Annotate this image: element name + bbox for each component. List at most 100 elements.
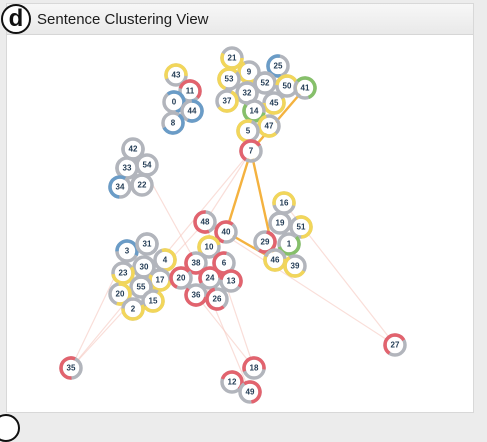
sentence-node[interactable]: 3	[115, 239, 139, 263]
sentence-node[interactable]: 4	[153, 248, 177, 272]
sentence-node[interactable]: 46	[263, 248, 287, 272]
sentence-node[interactable]: 27	[383, 333, 407, 357]
sentence-node[interactable]: 25	[266, 54, 290, 78]
sentence-node[interactable]: 35	[59, 356, 83, 380]
node-core	[157, 252, 173, 268]
sentence-node[interactable]: 11	[178, 79, 202, 103]
node-core	[165, 115, 181, 131]
sentence-node[interactable]: 43	[164, 63, 188, 87]
sentence-node[interactable]: 8	[161, 111, 185, 135]
sentence-node[interactable]: 26	[205, 287, 229, 311]
node-cluster-arc	[169, 266, 191, 289]
node-cluster-arc	[239, 139, 261, 162]
node-label: 37	[223, 97, 232, 106]
node-core	[216, 255, 232, 271]
node-core	[112, 179, 128, 195]
node-core	[297, 80, 313, 96]
sentence-node[interactable]: 10	[197, 235, 221, 259]
sentence-node[interactable]: 50	[275, 74, 299, 98]
node-core	[145, 293, 161, 309]
panel-title: Sentence Clustering View	[37, 11, 209, 28]
sentence-node[interactable]: 31	[135, 232, 159, 256]
node-core	[112, 286, 128, 302]
node-label: 49	[246, 388, 255, 397]
sentence-node[interactable]: 23	[111, 261, 135, 285]
sentence-node[interactable]: 36	[184, 283, 208, 307]
sentence-node[interactable]: 13	[219, 269, 243, 293]
sentence-node[interactable]: 21	[220, 46, 244, 70]
sentence-node[interactable]: 20	[108, 282, 132, 306]
sentence-node[interactable]: 18	[242, 356, 266, 380]
node-cluster-arc	[283, 256, 306, 278]
sentence-node[interactable]: 5	[236, 119, 260, 143]
sentence-node[interactable]: 33	[115, 156, 139, 180]
sentence-node[interactable]: 47	[257, 114, 281, 138]
sentence-node[interactable]: 7	[239, 139, 263, 163]
node-label: 36	[192, 291, 201, 300]
sentence-node[interactable]: 24	[198, 266, 222, 290]
sentence-node[interactable]: 54	[135, 153, 159, 177]
node-cluster-arc	[178, 79, 202, 99]
node-label: 0	[172, 98, 177, 107]
node-core	[272, 215, 288, 231]
sentence-node[interactable]: 48	[193, 210, 217, 234]
node-core	[266, 95, 282, 111]
node-cluster-arc	[295, 215, 313, 239]
node-cluster-arc	[258, 230, 277, 254]
sentence-node[interactable]: 37	[215, 89, 239, 113]
sentence-node[interactable]: 41	[293, 76, 317, 100]
sentence-node[interactable]: 22	[130, 173, 154, 197]
node-cluster-arc	[266, 54, 282, 78]
sentence-node[interactable]: 16	[272, 191, 296, 215]
sentence-node[interactable]: 34	[108, 175, 132, 199]
sentence-node[interactable]: 17	[148, 268, 172, 292]
sentence-node[interactable]: 19	[268, 211, 292, 235]
sentence-node[interactable]: 44	[180, 99, 204, 123]
node-label: 4	[163, 256, 168, 265]
node-label: 20	[116, 290, 125, 299]
node-label: 40	[222, 228, 231, 237]
node-core	[243, 143, 259, 159]
node-core	[133, 279, 149, 295]
node-label: 2	[131, 305, 136, 314]
sentence-node[interactable]: 20	[169, 266, 193, 290]
node-core	[188, 287, 204, 303]
node-cluster-arc	[59, 356, 76, 380]
sentence-node[interactable]: 29	[253, 230, 277, 254]
node-label: 26	[213, 295, 222, 304]
node-core	[257, 234, 273, 250]
sentence-node[interactable]: 40	[214, 220, 238, 244]
node-cluster-arc	[148, 274, 172, 292]
node-cluster-arc	[108, 175, 127, 199]
sentence-node[interactable]: 53	[217, 67, 241, 91]
node-cluster-arc	[242, 356, 266, 372]
sentence-node[interactable]: 52	[253, 71, 277, 95]
node-cluster-arc	[197, 235, 221, 255]
node-core	[281, 236, 297, 252]
sentence-node[interactable]: 45	[262, 91, 286, 115]
node-core	[188, 255, 204, 271]
node-label: 3	[125, 247, 130, 256]
node-core	[202, 270, 218, 286]
sentence-node[interactable]: 39	[283, 254, 307, 278]
node-core	[209, 291, 225, 307]
node-core	[125, 141, 141, 157]
sentence-node[interactable]: 51	[289, 215, 313, 239]
node-label: 8	[171, 119, 176, 128]
node-core	[267, 252, 283, 268]
node-label: 27	[391, 341, 400, 350]
node-label: 48	[201, 218, 210, 227]
node-cluster-arc	[243, 380, 262, 404]
node-label: 30	[140, 263, 149, 272]
node-core	[139, 236, 155, 252]
node-core	[219, 93, 235, 109]
sentence-node[interactable]: 2	[121, 297, 145, 321]
node-core	[241, 64, 257, 80]
sentence-node[interactable]: 49	[238, 380, 262, 404]
node-label: 47	[265, 122, 274, 131]
sentence-node[interactable]: 15	[141, 289, 165, 313]
node-label: 44	[188, 107, 197, 116]
node-core	[197, 214, 213, 230]
